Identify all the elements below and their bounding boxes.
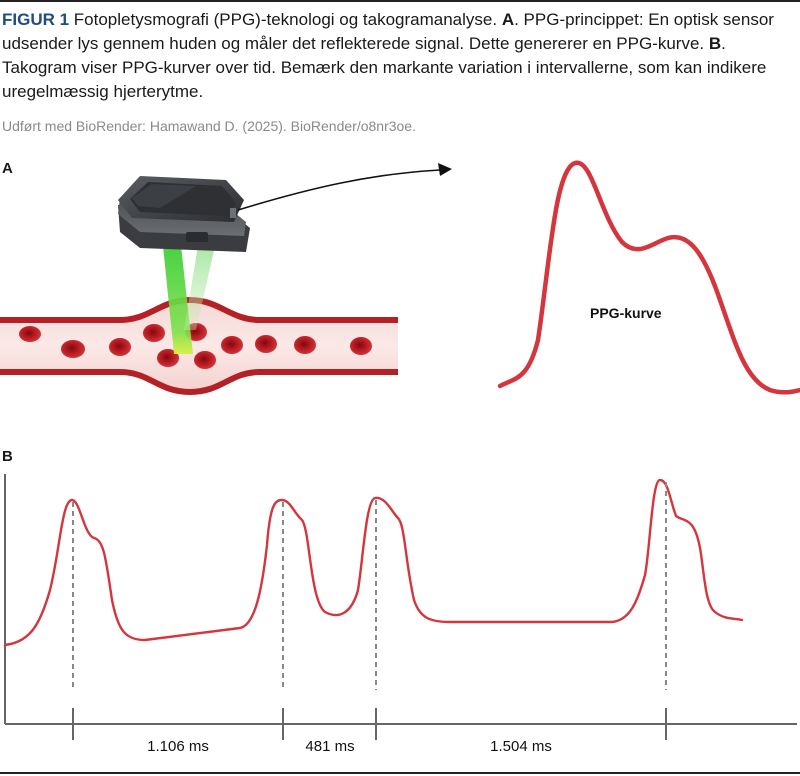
ppg-curve-label: PPG-kurve xyxy=(590,305,662,321)
light-beams xyxy=(163,246,215,354)
red-blood-cell xyxy=(61,340,85,358)
red-blood-cell xyxy=(143,324,165,342)
interval-label-2: 481 ms xyxy=(305,738,354,755)
panel-a-illustration: PPG-kurve xyxy=(0,160,800,396)
caption-intro: Fotopletysmografi (PPG)-teknologi og tak… xyxy=(69,10,502,29)
figure-label: FIGUR 1 xyxy=(2,10,70,29)
arrow-to-ppg-curve xyxy=(237,163,452,211)
figure-caption: FIGUR 1 Fotopletysmografi (PPG)-teknolog… xyxy=(2,8,792,104)
red-blood-cell xyxy=(255,335,277,353)
interval-label-3: 1.504 ms xyxy=(490,738,552,755)
caption-b-text: . Takogram viser PPG-kurver over tid. Be… xyxy=(2,34,767,101)
caption-b-label: B xyxy=(708,34,722,53)
tachogram-curve xyxy=(3,478,744,647)
ppg-curve: PPG-kurve xyxy=(497,160,800,395)
red-blood-cell xyxy=(221,336,243,354)
caption-a-text: . PPG-princippet: En optisk sensor udsen… xyxy=(2,10,774,53)
red-blood-cells xyxy=(19,323,372,369)
red-blood-cell xyxy=(194,351,216,369)
reflected-light-beam xyxy=(184,246,215,330)
caption-a-label: A xyxy=(501,10,515,29)
red-blood-cell xyxy=(19,326,41,342)
panel-b-label: B xyxy=(2,448,13,465)
red-blood-cell xyxy=(109,338,131,356)
credit-line: Udført med BioRender: Hamawand D. (2025)… xyxy=(2,118,416,134)
top-rule xyxy=(0,0,800,2)
red-blood-cell xyxy=(157,349,179,367)
red-blood-cell xyxy=(294,336,316,354)
panel-b-tachogram: 1.106 ms 481 ms 1.504 ms xyxy=(3,474,797,755)
red-blood-cell xyxy=(350,337,372,355)
blood-vessel xyxy=(0,296,398,396)
interval-label-1: 1.106 ms xyxy=(147,738,209,755)
bottom-rule xyxy=(0,772,800,774)
smartwatch-sensor-icon xyxy=(118,176,250,252)
panel-a-label: A xyxy=(2,160,13,177)
